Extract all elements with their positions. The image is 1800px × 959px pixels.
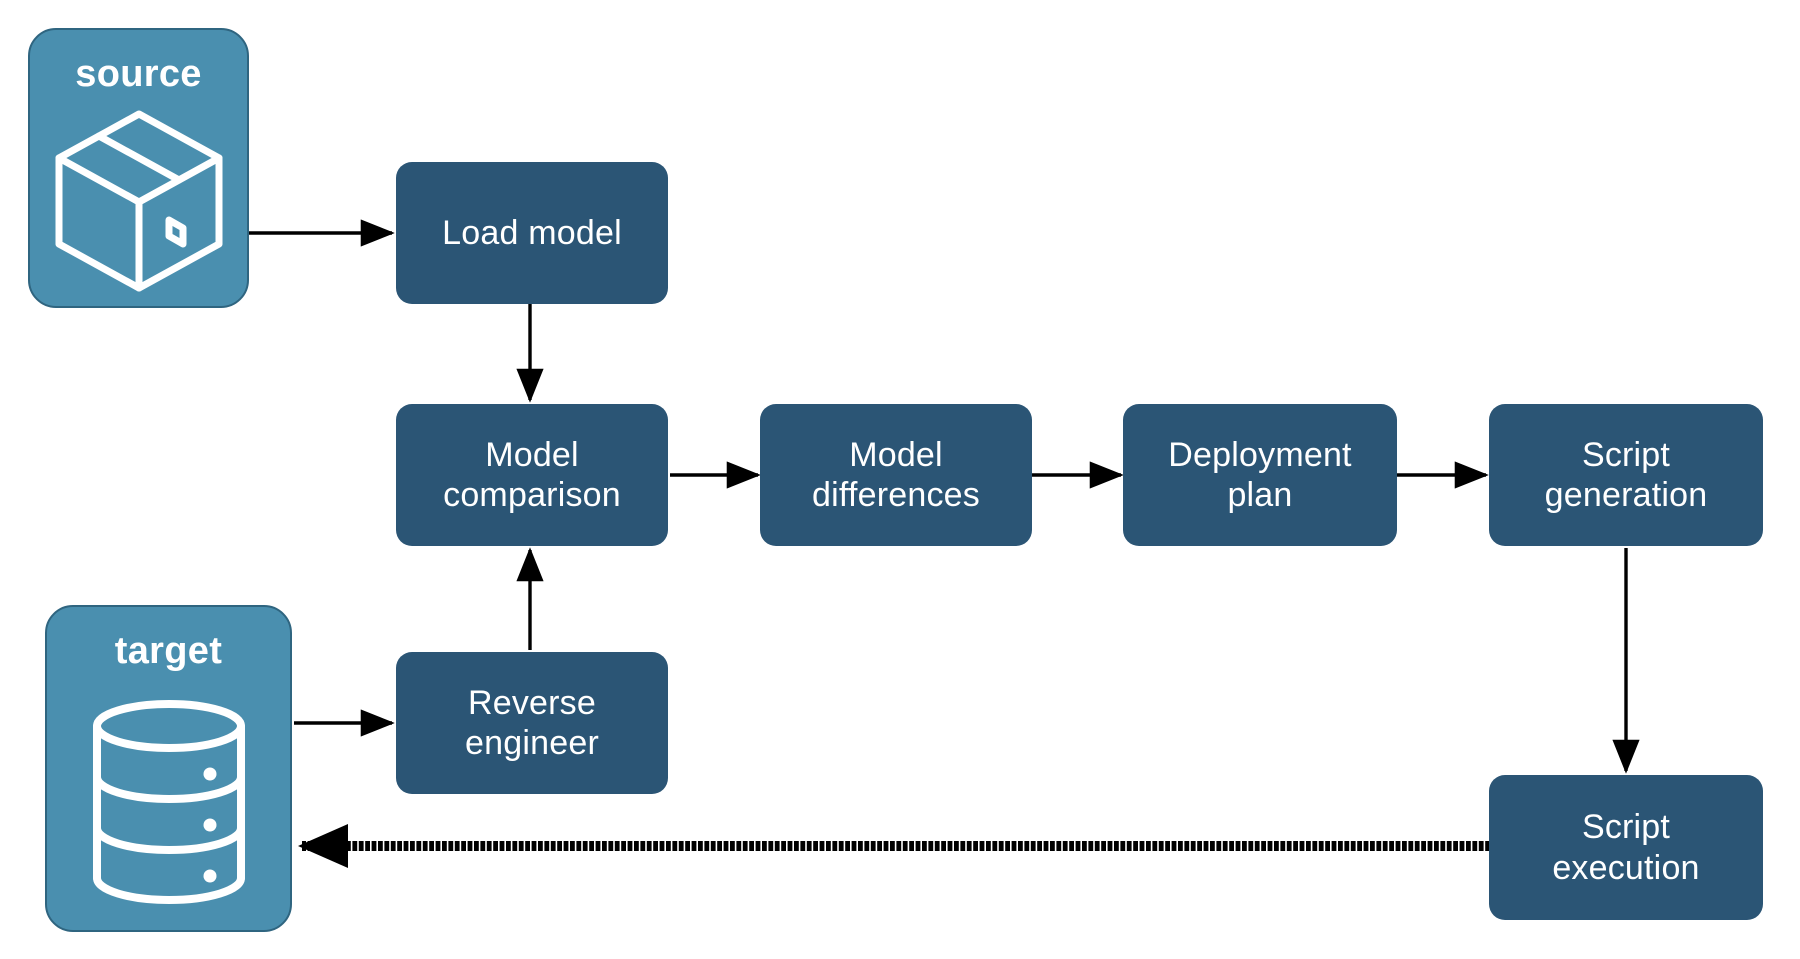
process-load-model-label: Load model	[442, 213, 622, 252]
process-script-generation[interactable]: Script generation	[1489, 404, 1763, 546]
process-script-generation-label: Script generation	[1544, 435, 1708, 514]
process-model-differences-label: Model differences	[812, 435, 980, 514]
process-deployment-plan-label: Deployment plan	[1168, 435, 1352, 514]
process-reverse-engineer-label: Reverse engineer	[465, 683, 599, 762]
process-model-differences[interactable]: Model differences	[760, 404, 1032, 546]
package-box-icon	[30, 97, 247, 306]
endpoint-source[interactable]: source	[28, 28, 249, 308]
database-cylinder-icon	[47, 674, 290, 930]
process-model-comparison-label: Model comparison	[443, 435, 621, 514]
endpoint-target-label: target	[114, 630, 223, 672]
endpoint-target[interactable]: target	[45, 605, 292, 932]
process-model-comparison[interactable]: Model comparison	[396, 404, 668, 546]
process-reverse-engineer[interactable]: Reverse engineer	[396, 652, 668, 794]
process-deployment-plan[interactable]: Deployment plan	[1123, 404, 1397, 546]
process-script-execution[interactable]: Script execution	[1489, 775, 1763, 920]
process-script-execution-label: Script execution	[1552, 808, 1700, 887]
process-load-model[interactable]: Load model	[396, 162, 668, 304]
endpoint-source-label: source	[75, 53, 202, 95]
